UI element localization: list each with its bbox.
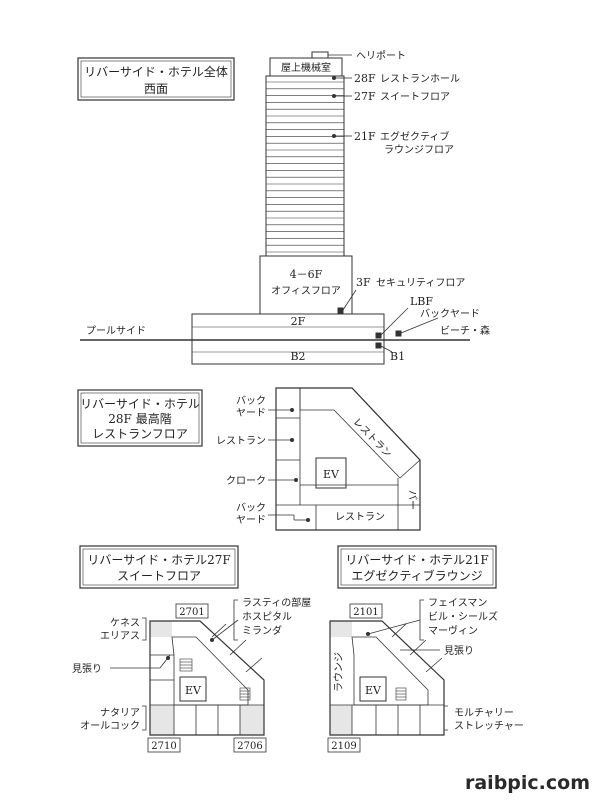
heliport — [311, 51, 329, 59]
roof-machine-label: 屋上機械室 — [281, 61, 331, 74]
f27-watch-label: 見張り — [72, 663, 102, 675]
plan-21f — [327, 545, 497, 753]
f28-elevator — [315, 457, 347, 489]
heliport-label: ヘリポート — [356, 50, 406, 62]
floor-21f: 21F — [354, 130, 376, 143]
f28-restaurant-bottom: レストラン — [335, 511, 385, 523]
f28-restaurant-left: レストラン — [216, 435, 266, 447]
f21-stairs — [395, 687, 407, 701]
natalia-line2: オールコック — [80, 720, 140, 732]
f27-title-line2: スイートフロア — [117, 569, 201, 583]
f28-title-line1: リバーサイド・ホテル — [80, 397, 200, 411]
f21-ev-label: EV — [365, 684, 382, 697]
f27-outline — [149, 620, 265, 736]
f28-title-line2: 28F 最高階 — [108, 411, 171, 426]
plan-27f — [79, 545, 267, 753]
f28-title-line3: レストランフロア — [92, 427, 188, 441]
floor-28f-label: レストランホール — [380, 73, 460, 85]
backyard-label: バックヤード — [420, 308, 480, 320]
floor-28f: 28F — [354, 72, 376, 85]
west-title-box — [77, 57, 235, 101]
office-floors-label: オフィスフロア — [271, 285, 341, 297]
floor-21f-label-2: ラウンジフロア — [384, 144, 454, 156]
f27-stairs — [179, 658, 251, 701]
floor-3f: 3F — [356, 276, 371, 289]
f28-restaurant-diagonal: レストラン — [350, 416, 393, 460]
room-2101: 2101 — [353, 607, 378, 618]
faith-line3: マーヴィン — [428, 624, 478, 637]
room-2710: 2710 — [151, 741, 176, 752]
beach-forest-label: ビーチ・森 — [440, 324, 490, 337]
f28-backyard-1b: ヤード — [236, 408, 266, 419]
plan-28f — [77, 387, 421, 531]
f28-ev-label: EV — [323, 468, 340, 481]
faith-line1: フェイスマン — [428, 598, 487, 609]
f27-title-box — [79, 545, 239, 589]
room-2701: 2701 — [179, 607, 204, 618]
mortuary-line2: ストレッチャー — [454, 720, 524, 732]
kenneth-line1: ケネス — [110, 617, 140, 629]
rusty-line1: ラスティの部屋 — [242, 596, 311, 609]
f21-lounge-label: ラウンジ — [333, 652, 345, 692]
f28-backyard-1a: バック — [236, 395, 266, 407]
f28-title-box — [77, 389, 203, 447]
room-2109: 2109 — [331, 741, 356, 752]
west-title-line1: リバーサイド・ホテル全体 — [84, 64, 228, 79]
office-block — [259, 255, 353, 315]
f28-backyard-2b: ヤード — [236, 515, 266, 526]
tower — [265, 75, 345, 257]
f28-bar: バー — [406, 490, 418, 510]
floor-27f: 27F — [354, 90, 376, 103]
poolside-label: プールサイド — [86, 325, 146, 337]
office-floors: 4－6F — [290, 268, 323, 281]
floor-lbf: LBF — [410, 295, 433, 308]
west-title-line2: 西面 — [144, 82, 168, 96]
natalia-line1: ナタリア — [100, 707, 140, 719]
faith-line2: ビル・シールズ — [428, 610, 498, 623]
watermark: raibpic.com — [464, 772, 590, 794]
west-elevation — [77, 51, 470, 365]
f28-backyard-2a: バック — [236, 502, 266, 514]
floor-21f-label-1: エグゼクティブ — [380, 130, 449, 143]
floor-27f-label: スイートフロア — [380, 92, 450, 103]
f27-title-line1: リバーサイド・ホテル27F — [87, 553, 230, 567]
f21-elevator — [359, 676, 387, 702]
f27-ev-label: EV — [185, 684, 202, 697]
mortuary-line1: モルチャリー — [454, 707, 514, 719]
f21-title-box — [337, 545, 497, 589]
floor-3f-label: セキュリティフロア — [376, 277, 465, 289]
f21-title-line1: リバーサイド・ホテル21F — [345, 553, 488, 567]
kenneth-line2: エリアス — [100, 631, 140, 642]
f21-watch-label: 見張り — [444, 645, 474, 657]
f27-elevator — [179, 676, 207, 702]
floor-2f: 2F — [291, 315, 306, 328]
floor-b1: B1 — [390, 350, 405, 363]
room-2706: 2706 — [237, 741, 262, 752]
rusty-line2: ホスピタル — [242, 611, 292, 623]
f28-cloak: クローク — [226, 475, 266, 487]
rusty-line3: ミランダ — [242, 624, 282, 637]
f21-title-line2: エグゼクティブラウンジ — [351, 568, 482, 583]
floor-b2: B2 — [290, 350, 305, 363]
